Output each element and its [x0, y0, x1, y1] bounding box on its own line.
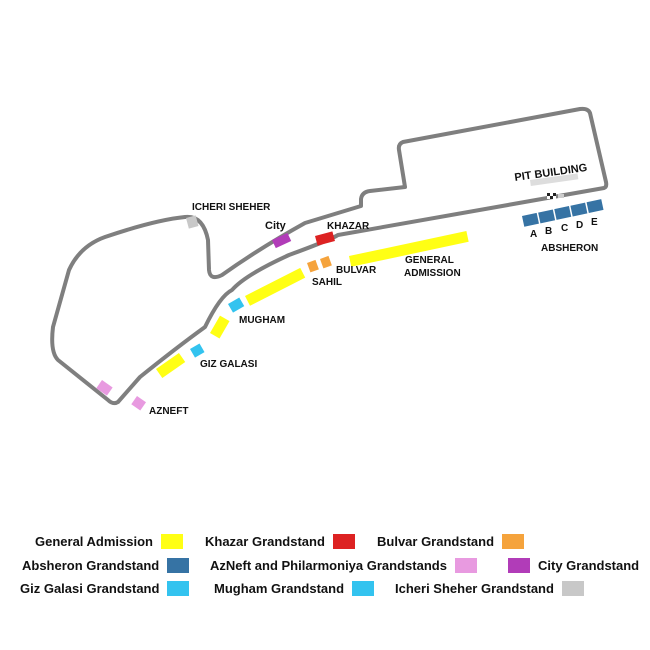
legend-icheri-sheher-swatch: [561, 581, 584, 596]
legend-mugham-swatch: [352, 581, 375, 596]
legend-bulvar-swatch: [502, 534, 525, 549]
stand-absheron-b[interactable]: [538, 209, 556, 224]
stand-city[interactable]: [272, 232, 292, 249]
stand-general-admission-3[interactable]: [210, 315, 230, 339]
stand-general-admission-2[interactable]: [245, 267, 306, 306]
legend-general-admission-swatch: [161, 534, 183, 549]
legend-azneft-philarmoniya: AzNeft and Philarmoniya Grandstands: [210, 558, 477, 573]
legend-icheri-sheher-label: Icheri Sheher Grandstand: [395, 581, 554, 596]
legend-khazar-label: Khazar Grandstand: [205, 534, 325, 549]
label-bulvar: BULVAR: [336, 265, 377, 276]
legend-khazar: Khazar Grandstand: [205, 534, 355, 549]
label-general-admission-1: GENERAL: [405, 255, 454, 266]
stand-absheron-a[interactable]: [522, 212, 539, 227]
legend-absheron: Absheron Grandstand: [22, 558, 190, 573]
label-absheron-b: B: [545, 226, 552, 237]
legend-giz-galasi-swatch: [167, 581, 190, 596]
legend-general-admission: General Admission: [35, 534, 183, 549]
label-khazar: KHAZAR: [327, 221, 370, 232]
label-absheron-a: A: [530, 229, 537, 240]
label-icheri-sheher: ICHERI SHEHER: [192, 202, 271, 213]
label-sahil: SAHIL: [312, 277, 342, 288]
stand-giz-galasi[interactable]: [190, 343, 205, 358]
track-outline: [50, 106, 609, 406]
legend-bulvar: Bulvar Grandstand: [377, 534, 525, 549]
pit-building: [529, 173, 579, 186]
legend-city-swatch: [508, 558, 530, 573]
stand-general-admission-1[interactable]: [349, 231, 469, 267]
label-city: City: [265, 220, 287, 232]
legend-azneft-philarmoniya-label: AzNeft and Philarmoniya Grandstands: [210, 558, 447, 573]
legend-icheri-sheher: Icheri Sheher Grandstand: [395, 581, 584, 596]
legend-general-admission-label: General Admission: [35, 534, 153, 549]
legend-city-label: City Grandstand: [538, 558, 640, 573]
legend-bulvar-label: Bulvar Grandstand: [377, 534, 495, 549]
label-absheron-c: C: [561, 223, 568, 234]
legend-absheron-swatch: [167, 558, 190, 573]
label-absheron-d: D: [576, 220, 583, 231]
stand-azneft[interactable]: [131, 396, 147, 411]
stand-absheron-c[interactable]: [554, 206, 572, 220]
label-general-admission-2: ADMISSION: [404, 268, 461, 279]
stand-mugham[interactable]: [228, 297, 245, 313]
legend-mugham: Mugham Grandstand: [214, 581, 375, 596]
legend-khazar-swatch: [332, 534, 355, 549]
stand-sahil[interactable]: [307, 259, 319, 273]
legend-mugham-label: Mugham Grandstand: [214, 581, 345, 596]
legend-giz-galasi-label: Giz Galasi Grandstand: [20, 581, 160, 596]
label-giz-galasi: GIZ GALASI: [200, 359, 257, 370]
stand-general-admission-4[interactable]: [156, 352, 186, 379]
legend-city: City Grandstand: [508, 558, 639, 573]
legend-absheron-label: Absheron Grandstand: [22, 558, 160, 573]
label-absheron: ABSHERON: [541, 243, 598, 254]
checkered-flag-icon: [547, 193, 564, 199]
stand-absheron: [522, 199, 604, 227]
label-mugham: MUGHAM: [239, 315, 285, 326]
stand-bulvar[interactable]: [320, 255, 332, 269]
stand-khazar[interactable]: [315, 231, 335, 246]
label-absheron-e: E: [591, 217, 598, 228]
stand-icheri-sheher[interactable]: [186, 215, 199, 229]
legend-azneft-philarmoniya-swatch: [454, 558, 477, 573]
stand-absheron-e[interactable]: [586, 199, 604, 214]
legend-giz-galasi: Giz Galasi Grandstand: [20, 581, 190, 596]
stand-absheron-d[interactable]: [570, 202, 588, 217]
stand-philarmoniya[interactable]: [96, 380, 113, 396]
label-azneft: AZNEFT: [149, 406, 188, 417]
